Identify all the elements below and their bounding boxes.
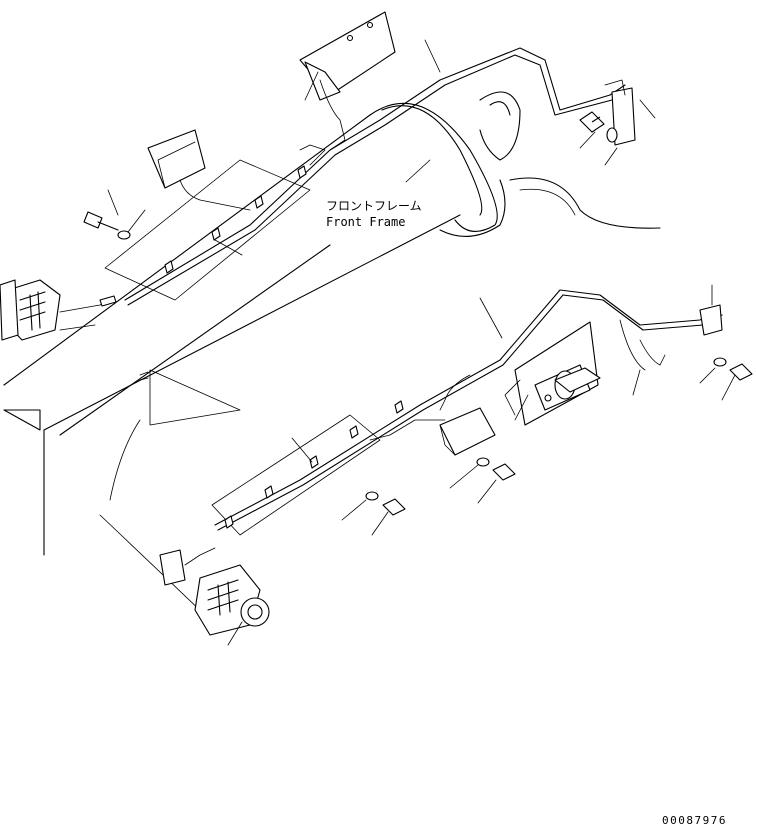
frame-label-japanese: フロントフレーム: [326, 199, 422, 213]
upper-harness: [0, 11, 636, 341]
frame-label-english: Front Frame: [326, 215, 405, 229]
lower-harness: [159, 289, 753, 636]
front-frame: [3, 91, 661, 621]
drawing-number: 00087976: [662, 814, 727, 827]
leader-lines: [107, 39, 736, 646]
